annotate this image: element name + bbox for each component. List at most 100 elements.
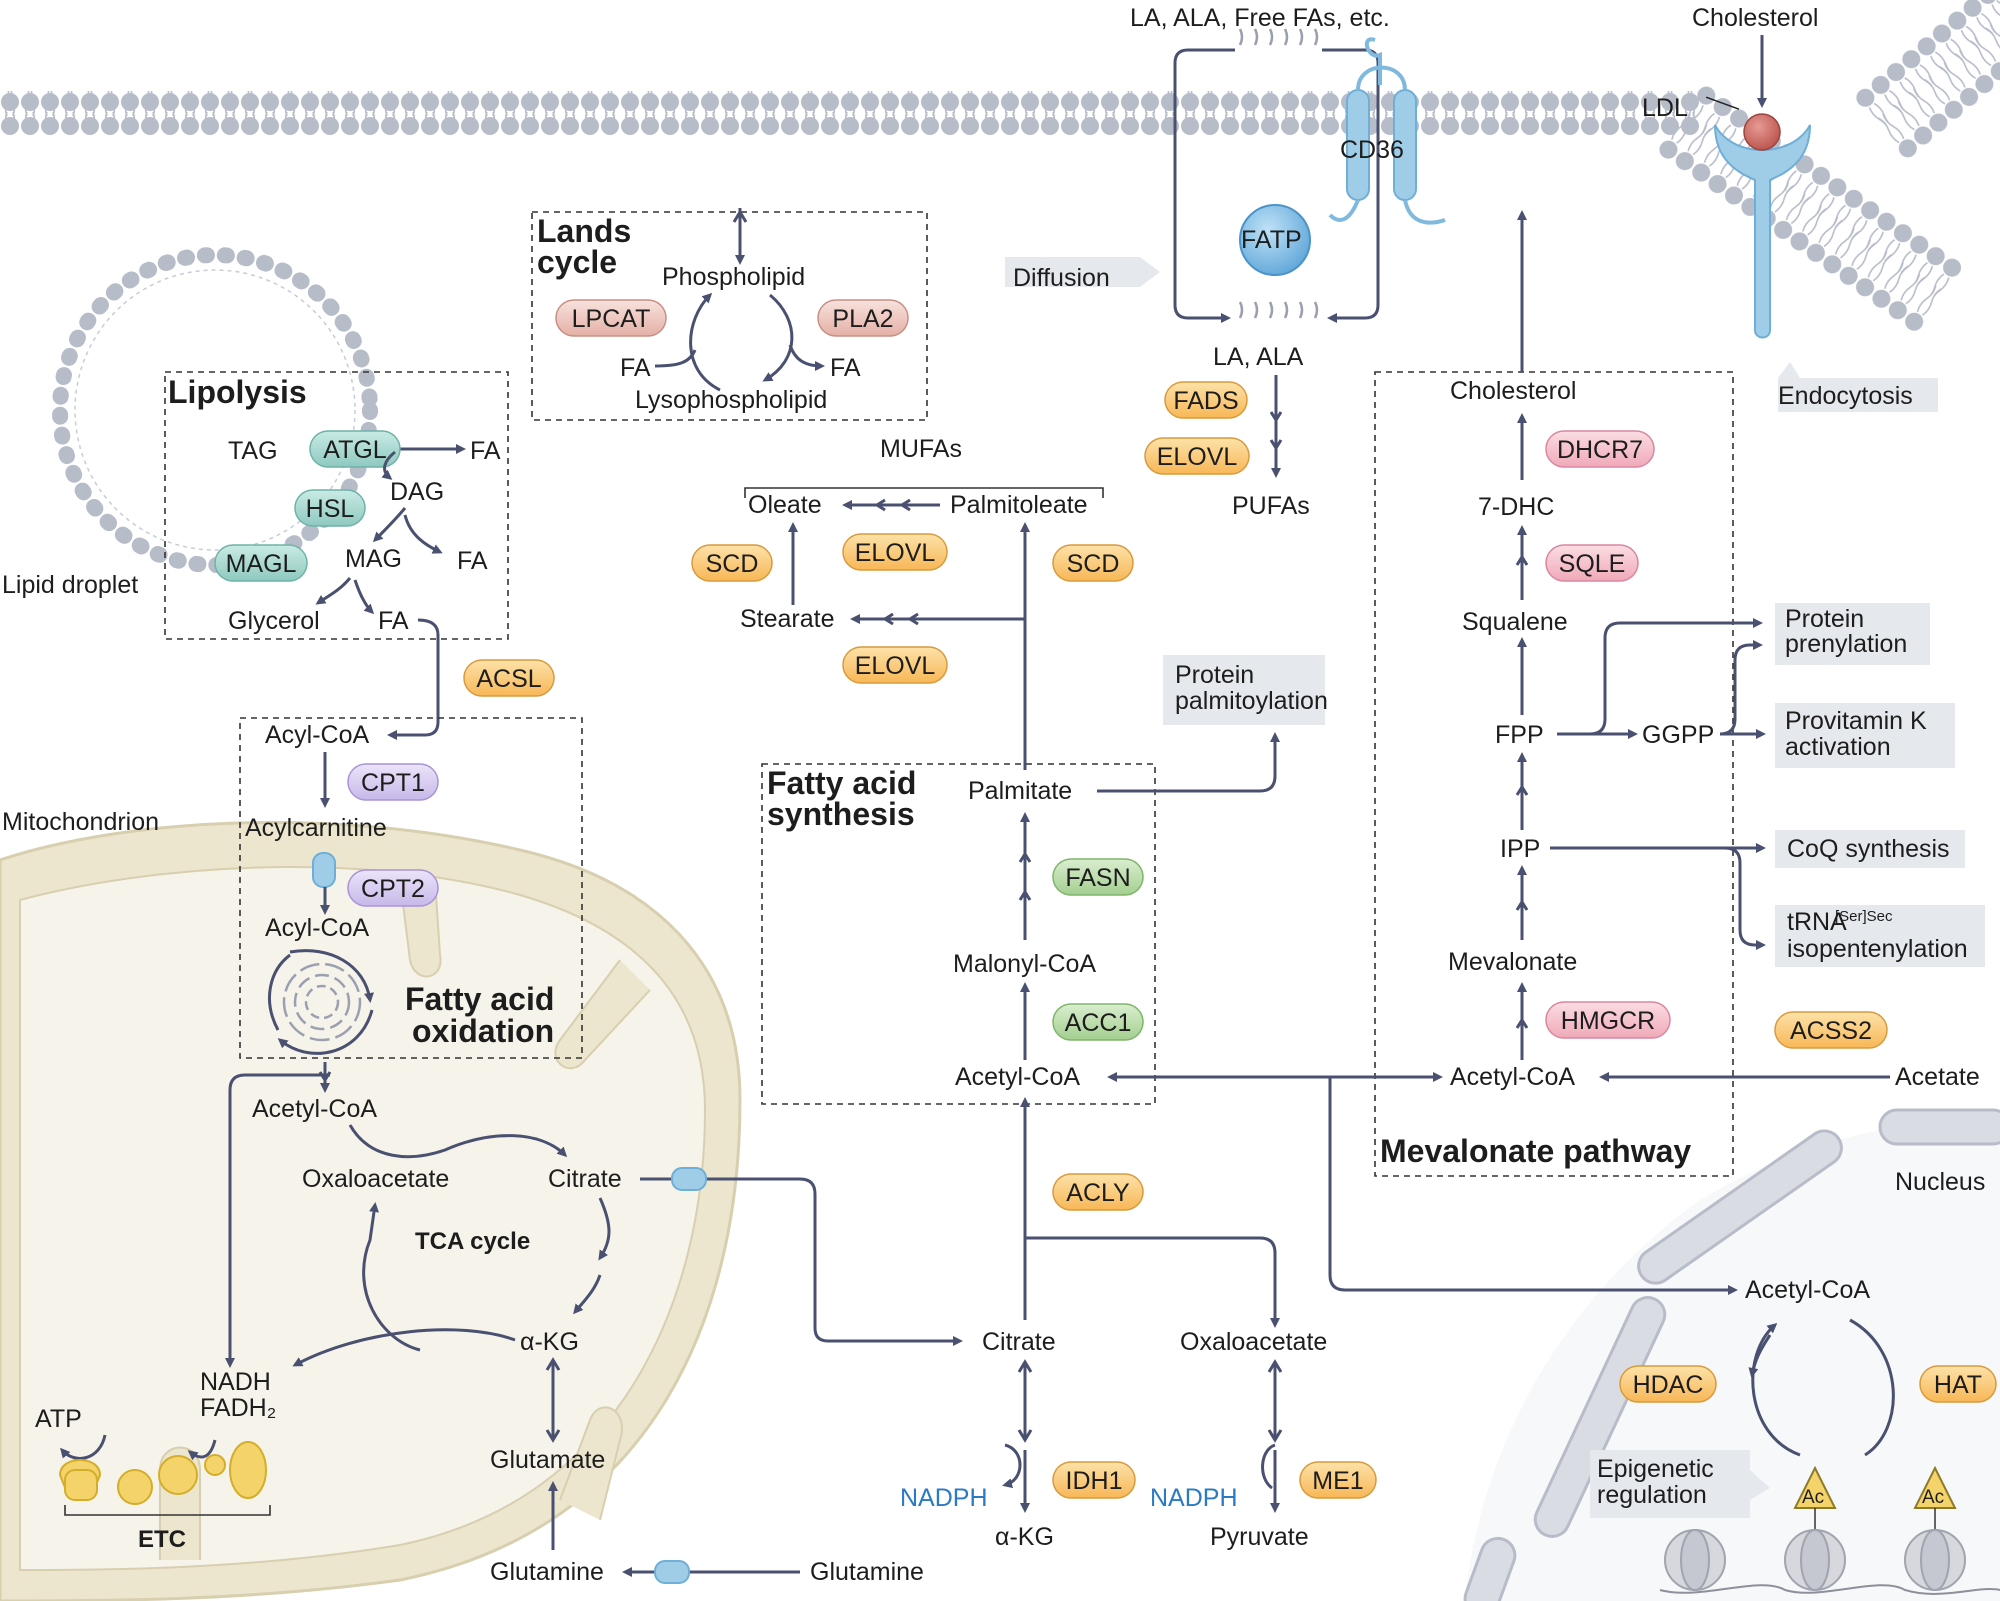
trna-1: tRNA (1787, 908, 1847, 936)
stearate-label: Stearate (740, 605, 835, 633)
oxaloacetate-mito-label: Oxaloacetate (302, 1165, 449, 1193)
fatty-acid-squiggles-top (1238, 28, 1319, 46)
etc-label: ETC (138, 1526, 186, 1553)
acc1-enzyme: ACC1 (1052, 1003, 1144, 1041)
glutamine-in-label: Glutamine (490, 1558, 604, 1586)
fpp-label: FPP (1495, 721, 1544, 749)
acetyl-coa-to-nucleus-arrow (1328, 1077, 1738, 1295)
epigenetic-callout (1590, 1450, 1770, 1518)
citrate-carrier (671, 1167, 707, 1191)
sqle-enzyme: SQLE (1545, 544, 1639, 582)
fa-3-label: FA (378, 607, 409, 635)
nadph-2-label: NADPH (1150, 1484, 1238, 1512)
acetate-label: Acetate (1895, 1063, 1980, 1091)
lands-title-1: Lands (537, 213, 631, 249)
mitochondrion-label: Mitochondrion (2, 808, 159, 836)
fa-in-arrow (654, 349, 697, 368)
lipid-droplet-label: Lipid droplet (2, 571, 138, 599)
palmitoleate-label: Palmitoleate (950, 491, 1088, 519)
coq-box (1775, 830, 1965, 868)
nucleus-label: Nucleus (1895, 1168, 1985, 1196)
acyl-coa-2-label: Acyl-CoA (265, 914, 370, 942)
hat-enzyme: HAT (1919, 1365, 1997, 1403)
fao-title-1: Fatty acid (405, 981, 554, 1017)
palmitate-label: Palmitate (968, 777, 1072, 805)
fas-title-2: synthesis (767, 796, 915, 832)
fatty-acid-squiggles-bottom (1238, 301, 1319, 319)
svg-text:ACSL: ACSL (476, 665, 541, 693)
svg-text:ELOVL: ELOVL (855, 539, 936, 567)
acetyl-mark-1-icon (1793, 1465, 1837, 1530)
acly-to-oxaloacetate-arrow (1023, 1236, 1280, 1328)
acss2-enzyme: ACSS2 (1774, 1011, 1888, 1049)
la-ala-label: LA, ALA (1213, 343, 1304, 371)
cholesterol-mev-label: Cholesterol (1450, 377, 1576, 405)
epi-2: regulation (1597, 1481, 1707, 1509)
fa-2-label: FA (457, 547, 488, 575)
provitk-2: activation (1785, 733, 1891, 761)
fads-enzyme: FADS (1164, 381, 1248, 419)
ipp-to-trna-arrow (1724, 846, 1766, 950)
trna-box (1775, 905, 1985, 967)
atgl-enzyme: ATGL (309, 430, 401, 468)
endocytosis-label: Endocytosis (1778, 382, 1913, 410)
svg-text:CPT2: CPT2 (361, 875, 425, 903)
dag-label: DAG (390, 478, 444, 506)
atp-label: ATP (35, 1405, 82, 1433)
fa-out-arrow (788, 344, 825, 371)
cpt2-enzyme: CPT2 (347, 869, 439, 907)
tca-cycle-label: TCA cycle (415, 1228, 530, 1255)
epi-1: Epigenetic (1597, 1455, 1714, 1483)
fatp-transporter (1239, 204, 1311, 276)
svg-text:ACSS2: ACSS2 (1790, 1017, 1872, 1045)
provitk-box (1775, 703, 1955, 768)
acetyl-coa-cyto-label: Acetyl-CoA (955, 1063, 1080, 1091)
scd-left-enzyme: SCD (691, 544, 773, 582)
acetyl-coa-to-citrate-arrow (348, 1124, 568, 1159)
acly-enzyme: ACLY (1052, 1173, 1144, 1211)
cd36-receptor (1328, 37, 1446, 225)
oxaloacetate-cyto-label: Oxaloacetate (1180, 1328, 1327, 1356)
citrate-export-arrow (640, 1177, 963, 1346)
la-ala-free-fas-label: LA, ALA, Free FAs, etc. (1130, 4, 1390, 32)
mevalonate-box (1374, 371, 1734, 1177)
oleate-label: Oleate (748, 491, 822, 519)
dag-to-mag-arrow (372, 507, 407, 543)
citrate-mito-label: Citrate (548, 1165, 622, 1193)
fpp-to-prenylation-arrow (1589, 618, 1763, 736)
ldl-label: LDL (1642, 94, 1688, 122)
cd36-label: CD36 (1340, 136, 1404, 164)
ldl-receptor (1705, 96, 1811, 339)
pyruvate-label: Pyruvate (1210, 1523, 1309, 1551)
lands-title-2: cycle (537, 244, 617, 280)
nucleosome-icons (1659, 1529, 2000, 1595)
svg-text:FASN: FASN (1065, 864, 1130, 892)
mag-to-glycerol-arrow (315, 577, 352, 605)
pla2-enzyme: PLA2 (817, 299, 909, 337)
acetyl-coa-to-nadh-arrow (225, 1073, 330, 1368)
nadh-etc-arc (187, 1439, 217, 1461)
provitk-1: Provitamin K (1785, 707, 1927, 735)
diffusion-label: Diffusion (1013, 264, 1110, 292)
atp-arc (60, 1434, 107, 1460)
akg-mito-label: α-KG (520, 1328, 579, 1356)
protein-palm-1: Protein (1175, 661, 1254, 689)
svg-text:IDH1: IDH1 (1066, 1467, 1123, 1495)
akg-cyto-label: α-KG (995, 1523, 1054, 1551)
hdac-arrow-small (1748, 1334, 1772, 1378)
svg-text:HMGCR: HMGCR (1561, 1007, 1655, 1035)
hat-arc (1849, 1318, 1895, 1457)
tag-label: TAG (228, 437, 278, 465)
endocytosis-callout (1778, 362, 1938, 412)
ipp-label: IPP (1500, 835, 1540, 863)
acyl-coa-1-label: Acyl-CoA (265, 721, 370, 749)
acetyl-mark-2-icon (1913, 1465, 1957, 1530)
beta-oxidation-spiral-icon (268, 949, 374, 1055)
pla2-arc (762, 293, 794, 382)
tag-to-dag-arrow (381, 450, 396, 480)
me1-enzyme: ME1 (1299, 1461, 1377, 1499)
me1-nadph-arc (1261, 1443, 1276, 1490)
protein-palm-2: palmitoylation (1175, 687, 1328, 715)
svg-text:MAGL: MAGL (226, 550, 297, 578)
ggpp-to-prenylation-arrow (1719, 640, 1763, 736)
